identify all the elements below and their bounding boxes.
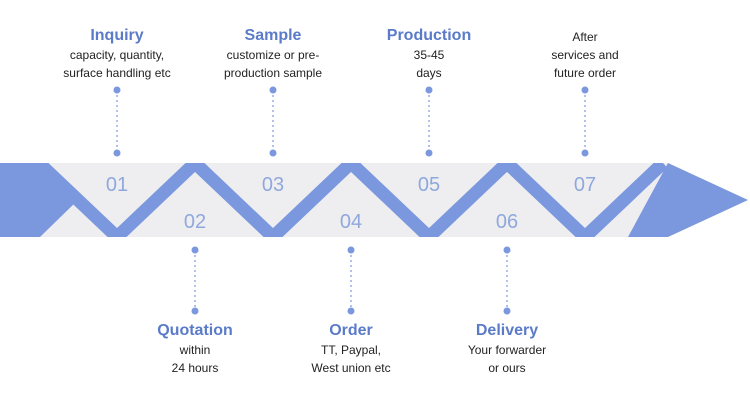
step-05: Production 35-45 days: [354, 26, 504, 82]
step-description-line: capacity, quantity,: [69, 48, 165, 62]
step-02: Quotation within 24 hours: [120, 321, 270, 377]
step-01: Inquiry capacity, quantity, surface handli…: [42, 26, 192, 82]
step-number: 04: [340, 211, 362, 233]
step-description-line: production sample: [223, 66, 323, 80]
connector-dot: [503, 246, 511, 254]
step-description-line: Your forwarder: [467, 343, 547, 357]
connector-dot: [581, 86, 589, 94]
step-description-line: customize or pre-: [226, 48, 320, 62]
arrow-head: [628, 163, 748, 237]
connector-dot: [425, 86, 433, 94]
connector-dot: [347, 246, 355, 254]
step-number: 07: [574, 174, 596, 196]
connector-dot: [191, 307, 199, 315]
step-number: 03: [262, 174, 284, 196]
connector-dot: [113, 149, 121, 157]
step-number: 06: [496, 211, 518, 233]
step-title: Order: [329, 322, 373, 339]
step-number: 02: [184, 211, 206, 233]
step-description-line: 24 hours: [171, 361, 219, 375]
connector-dot: [581, 149, 589, 157]
step-description-line: TT, Paypal,: [320, 343, 382, 357]
step-07: After services and future order: [510, 28, 660, 82]
connector-dot: [347, 307, 355, 315]
step-description-line: 35-45: [413, 48, 445, 62]
step-title: Production: [386, 27, 472, 44]
chevron-zigzag: [34, 163, 668, 237]
connector-dot: [425, 149, 433, 157]
step-description-line: services and: [551, 48, 619, 62]
step-description-line: days: [416, 66, 442, 80]
connector-dot: [269, 149, 277, 157]
step-title: Inquiry: [90, 27, 144, 44]
step-description-line: surface handling etc: [63, 66, 171, 80]
step-number: 01: [106, 174, 128, 196]
step-number: 05: [418, 174, 440, 196]
step-title: Delivery: [475, 322, 539, 339]
connector-dot: [191, 246, 199, 254]
connector-dot: [269, 86, 277, 94]
step-title: Quotation: [157, 322, 233, 339]
step-description-line: or ours: [488, 361, 526, 375]
step-03: Sample customize or pre-production sample: [198, 26, 348, 82]
step-description-line: West union etc: [311, 361, 391, 375]
step-description-line: After: [572, 30, 598, 44]
step-title: Sample: [244, 27, 302, 44]
step-description-line: future order: [553, 66, 617, 80]
connector-dot: [113, 86, 121, 94]
connector-dot: [503, 307, 511, 315]
step-description-line: within: [179, 343, 211, 357]
